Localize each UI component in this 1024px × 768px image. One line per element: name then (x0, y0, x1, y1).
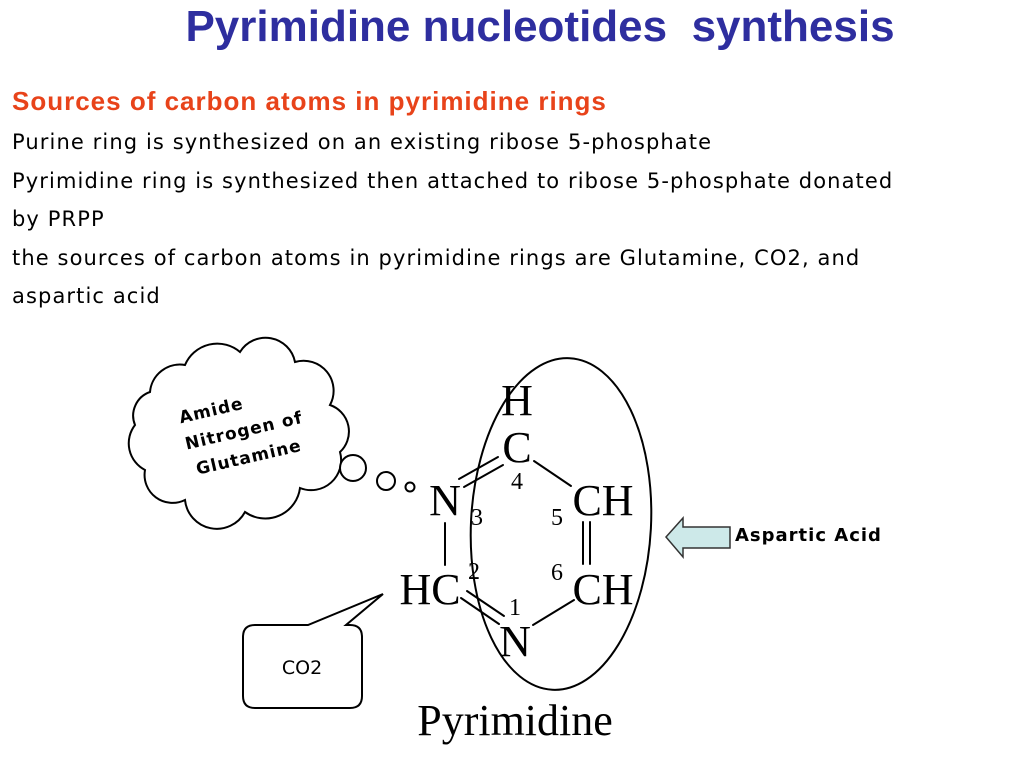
bonds (444, 456, 591, 626)
thought-cloud (127, 336, 350, 530)
atom-h-on-c4: H (501, 376, 533, 425)
co2-callout-text: CO2 (282, 657, 322, 679)
highlight-ellipse (469, 357, 653, 691)
bond-c2-n1-line-b (466, 590, 505, 617)
atom-n3: N (429, 476, 461, 525)
co2-callout-box (242, 593, 384, 709)
atom-c2: HC (399, 565, 460, 614)
bond-c2-n1-line-a (460, 597, 500, 625)
slide-body: Purine ring is synthesized on an existin… (12, 123, 1012, 316)
slide-title: Pyrimidine nucleotides synthesis (185, 2, 895, 51)
atom-c6: CH (572, 565, 633, 614)
aspartic-acid-label: Aspartic Acid (735, 525, 882, 546)
paragraph-pyrimidine-line-2: by PRPP (12, 207, 105, 231)
bond-c6-n1 (532, 599, 575, 626)
structure-label: Pyrimidine (417, 696, 613, 745)
atom-c4: C (502, 423, 531, 472)
ring-number-5: 5 (551, 505, 563, 531)
atom-c5: CH (572, 476, 633, 525)
thought-bubble-large (339, 454, 367, 482)
paragraph-sources-line-1: the sources of carbon atoms in pyrimidin… (12, 245, 861, 270)
paragraph-sources-line-2: aspartic acid (12, 284, 161, 308)
atom-n1: N (499, 617, 531, 666)
ring-number-2: 2 (468, 559, 480, 585)
thought-bubble-medium (376, 471, 396, 491)
ring-number-1: 1 (509, 595, 521, 621)
ring-number-6: 6 (551, 560, 563, 586)
slide-subtitle: Sources of carbon atoms in pyrimidine ri… (12, 86, 607, 116)
aspartic-acid-arrow (665, 516, 731, 560)
bond-n3-c4-line-b (463, 464, 504, 488)
thought-bubble-small (404, 481, 416, 493)
bond-n3-c4-line-a (458, 456, 499, 480)
paragraph-purine-line-1: Purine ring is synthesized on an existin… (12, 130, 713, 154)
bond-c4-c5 (533, 460, 572, 487)
paragraph-pyrimidine-line-1: Pyrimidine ring is synthesized then atta… (12, 168, 894, 193)
ring-number-4: 4 (511, 469, 523, 495)
ring-number-3: 3 (471, 505, 483, 531)
